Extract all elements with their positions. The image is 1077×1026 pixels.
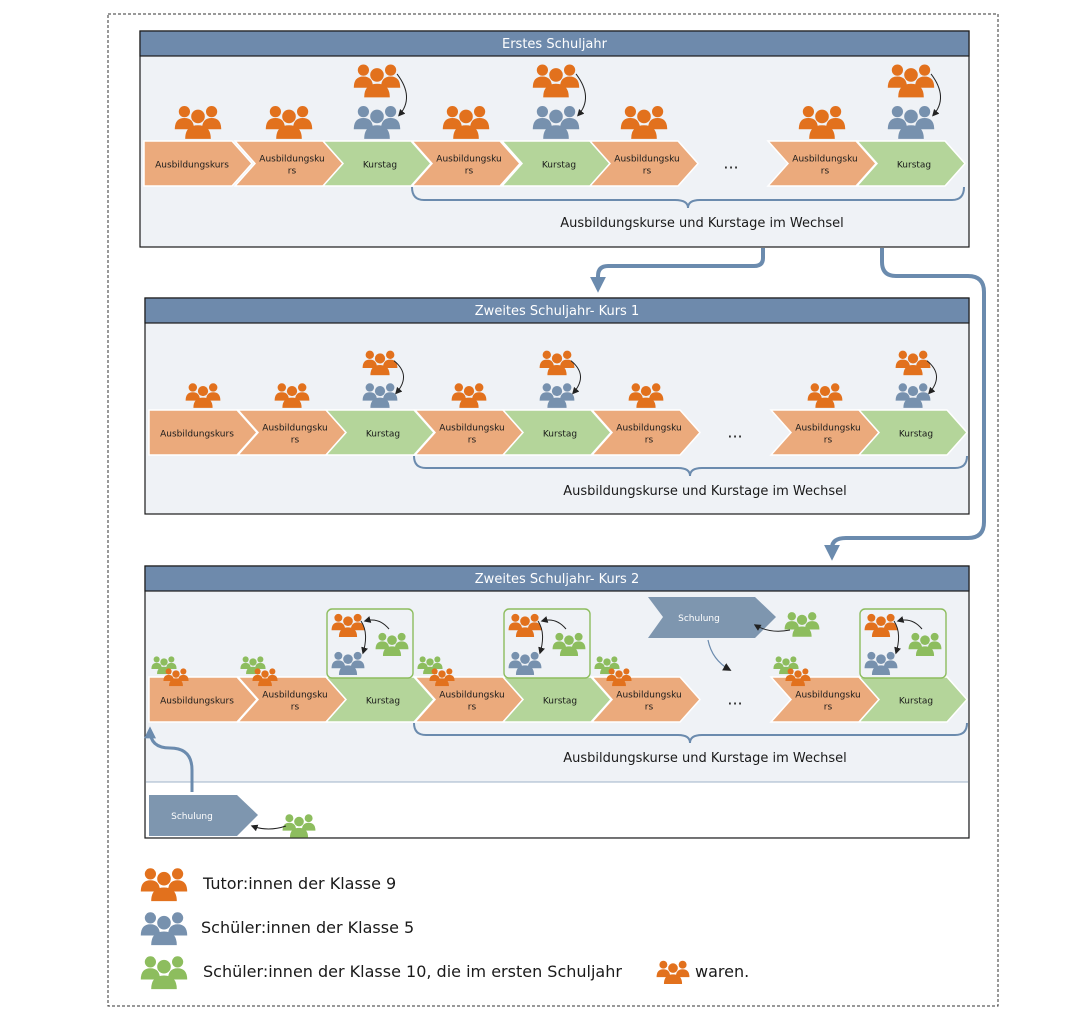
ellipsis: ... (727, 690, 742, 709)
teaching-arrow (393, 360, 404, 395)
brace-label: Ausbildungskurse und Kurstage im Wechsel (563, 751, 847, 766)
brace (413, 722, 968, 744)
connector-arrow (250, 824, 287, 832)
teaching-arrow (360, 620, 368, 655)
ausbildungskurs-step (410, 140, 522, 187)
ausbildungskurs-step (588, 140, 700, 187)
teaching-arrow (893, 620, 901, 655)
section-zweites-schuljahr-kurs-2: Zweites Schuljahr- Kurs 2 Ausbildungskur… (144, 565, 970, 839)
legend: Tutor:innen der Klasse 9 Schüler:innen d… (140, 868, 749, 990)
step-label: Kurstag (899, 697, 933, 707)
section-zweites-schuljahr-kurs-1: Zweites Schuljahr- Kurs 1 Ausbildungskur… (144, 297, 970, 515)
section-header-bar (139, 30, 970, 57)
step-label: Kurstag (543, 697, 577, 707)
kurstag-step (855, 140, 967, 187)
section-header-bar (144, 565, 970, 592)
legend-schueler10-text: Schüler:innen der Klasse 10, die im erst… (203, 962, 622, 981)
connector-arrow (707, 639, 732, 671)
section-title: Zweites Schuljahr- Kurs 1 (475, 304, 639, 319)
step-label: Kurstag (363, 161, 397, 171)
legend-schueler10-text-after: waren. (695, 962, 749, 981)
supervision-arrow (540, 616, 567, 630)
step-label: Kurstag (543, 430, 577, 440)
ausbildungskurs-step (143, 140, 254, 187)
step-label: Kurstag (542, 161, 576, 171)
ellipsis: ... (723, 154, 738, 173)
ausbildungskurs-step (590, 409, 702, 456)
schulung-arrow-top (648, 597, 776, 638)
teaching-arrow (537, 620, 545, 655)
section-body (139, 30, 970, 248)
teaching-arrow (930, 73, 941, 117)
brace-label: Ausbildungskurse und Kurstage im Wechsel (563, 484, 847, 499)
flow-arrow-up (144, 726, 194, 792)
ausbildungskurs-step (590, 676, 702, 723)
step-label: Kurstag (366, 697, 400, 707)
supervision-arrow (363, 616, 390, 630)
flow-connector-year1-to-kurs2 (824, 248, 986, 561)
kurstag-step (857, 676, 969, 723)
brace (413, 455, 968, 477)
schulung-label: Schulung (678, 614, 720, 624)
brace (411, 186, 965, 209)
schueler10-legend-icon (140, 956, 188, 990)
kurstag-step (857, 409, 969, 456)
teaching-arrow (396, 73, 407, 117)
legend-schueler5-text: Schüler:innen der Klasse 5 (201, 918, 414, 937)
step-label: Ausbildungskurs (160, 430, 234, 440)
supervision-arrow (896, 616, 923, 630)
flow-connector-year1-to-kurs1 (590, 248, 765, 293)
outer-dashed-frame (107, 13, 999, 1007)
brace-label: Ausbildungskurse und Kurstage im Wechsel (560, 216, 844, 231)
section-title: Erstes Schuljahr (502, 37, 608, 52)
tutor-inline-icon (656, 960, 690, 984)
step-label: Kurstag (897, 161, 931, 171)
tutor-legend-icon (140, 868, 188, 902)
schueler5-legend-icon (140, 912, 188, 946)
section-title: Zweites Schuljahr- Kurs 2 (475, 572, 639, 587)
schulung-arrow-bottom (149, 795, 258, 836)
ellipsis: ... (727, 423, 742, 442)
teaching-arrow (570, 360, 581, 395)
step-label: Ausbildungskurs (155, 161, 229, 171)
connector-arrow (753, 624, 791, 632)
legend-tutor-text: Tutor:innen der Klasse 9 (202, 874, 396, 893)
step-label: Ausbildungskurs (160, 697, 234, 707)
teaching-arrow (575, 73, 586, 117)
section-erstes-schuljahr: Erstes Schuljahr AusbildungskursAusbildu… (139, 30, 970, 248)
step-label: Kurstag (899, 430, 933, 440)
schulung-label: Schulung (171, 812, 213, 822)
section-header-bar (144, 297, 970, 324)
step-label: Kurstag (366, 430, 400, 440)
teaching-arrow (926, 360, 937, 395)
